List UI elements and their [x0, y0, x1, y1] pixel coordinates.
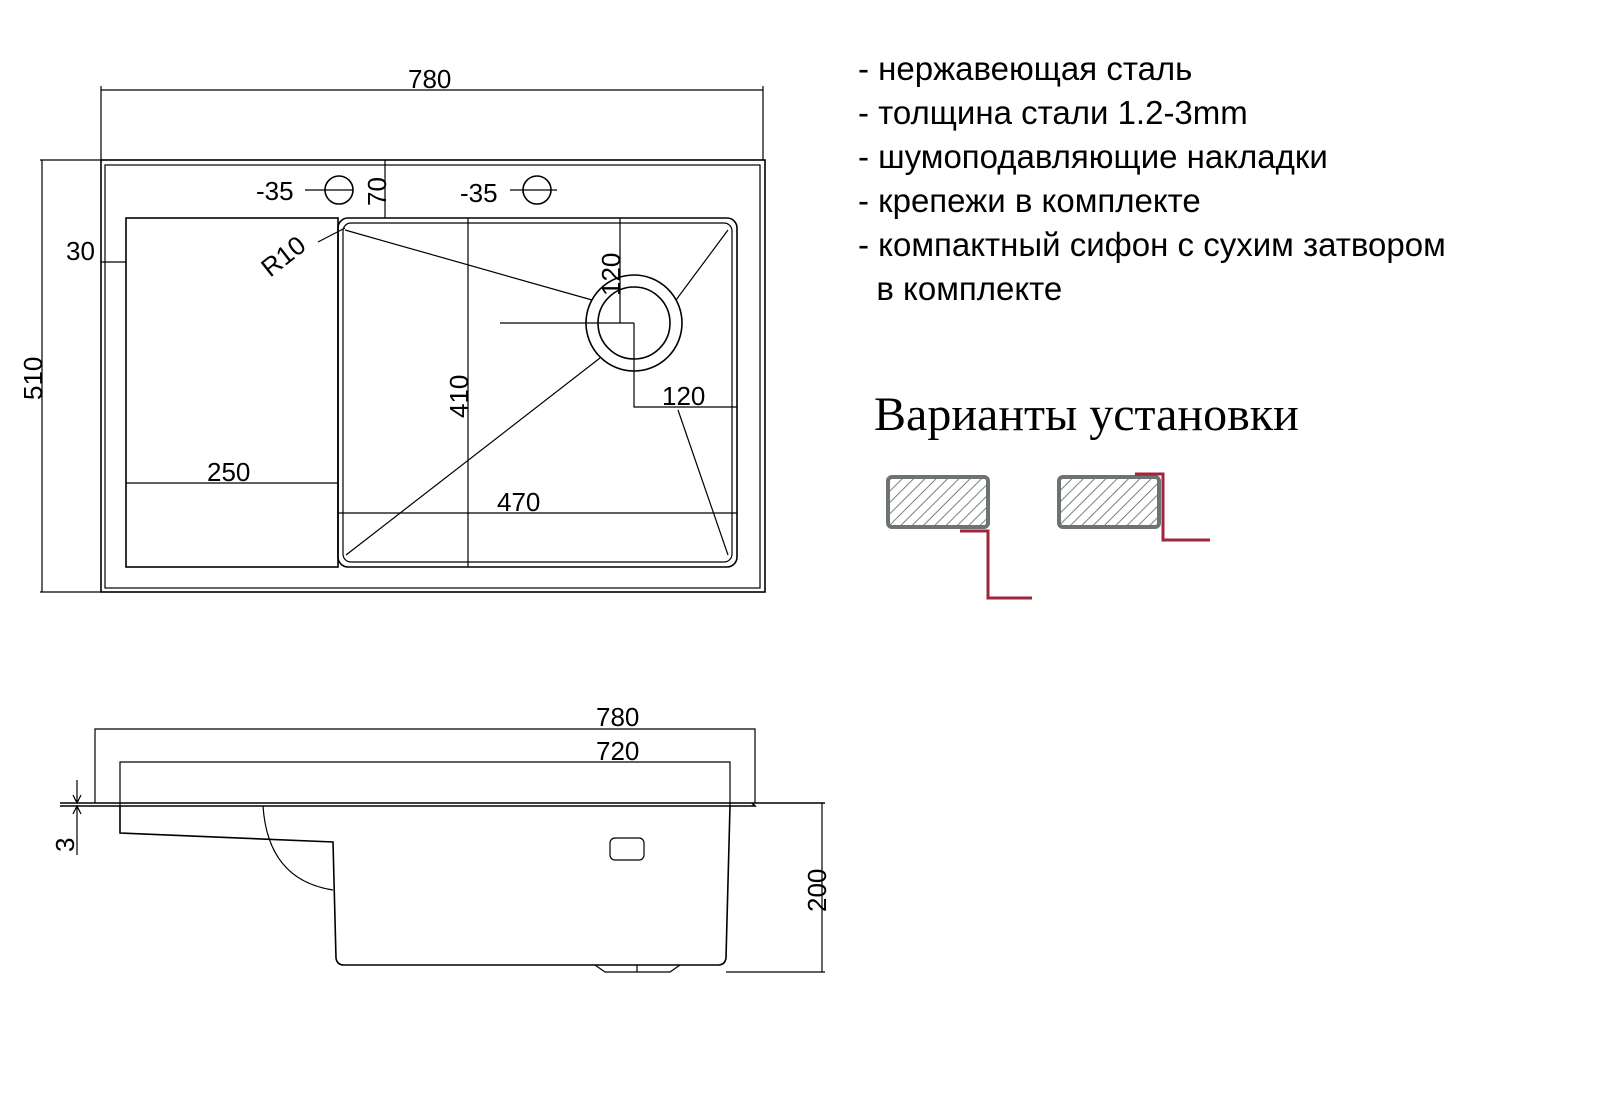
- feature-item: - нержавеющая сталь: [858, 50, 1192, 87]
- depth-label: 200: [802, 869, 832, 912]
- top-view: 780 510 250 30 -35 -35 70 R10 120 120 41…: [18, 64, 766, 593]
- drain-vertical-label: 120: [596, 253, 626, 296]
- height-label: 510: [18, 357, 48, 400]
- width-dimension-line: [100, 86, 764, 160]
- drainboard: [125, 217, 339, 568]
- hole-left-label: -35: [256, 176, 294, 206]
- width-label: 780: [408, 64, 451, 94]
- sink-inner-outline: [104, 164, 761, 589]
- bowl-profile: [119, 805, 731, 966]
- installation-title: Варианты установки: [874, 388, 1299, 441]
- feature-item: в комплекте: [858, 270, 1062, 307]
- installation-options: Варианты установки: [874, 388, 1299, 600]
- thickness-label: 3: [50, 838, 80, 852]
- inner-width-label: 720: [596, 736, 639, 766]
- bowl-width-label: 470: [497, 487, 540, 517]
- drain-horizontal-label: 120: [662, 381, 705, 411]
- feature-list: - нержавеющая сталь - толщина стали 1.2-…: [858, 50, 1446, 307]
- hole-right-label: -35: [460, 178, 498, 208]
- side-view: 780 720 200 3: [50, 702, 832, 973]
- rim-label: 30: [66, 236, 95, 266]
- feature-item: - толщина стали 1.2-3mm: [858, 94, 1248, 131]
- height-dimension-line: [40, 159, 101, 593]
- flush-mount-option: [1057, 472, 1210, 542]
- drainboard-width-label: 250: [207, 457, 250, 487]
- overflow-slot: [609, 837, 645, 861]
- sink-outline: [100, 159, 766, 593]
- bowl: [337, 217, 738, 568]
- overall-width-label: 780: [596, 702, 639, 732]
- feature-item: - компактный сифон с сухим затвором: [858, 226, 1446, 263]
- feature-item: - шумоподавляющие накладки: [858, 138, 1328, 175]
- feature-item: - крепежи в комплекте: [858, 182, 1201, 219]
- hole-offset-label: 70: [362, 177, 392, 206]
- undermount-option: [886, 475, 1032, 600]
- bowl-depth-label: 410: [444, 375, 474, 418]
- radius-label: R10: [255, 230, 311, 283]
